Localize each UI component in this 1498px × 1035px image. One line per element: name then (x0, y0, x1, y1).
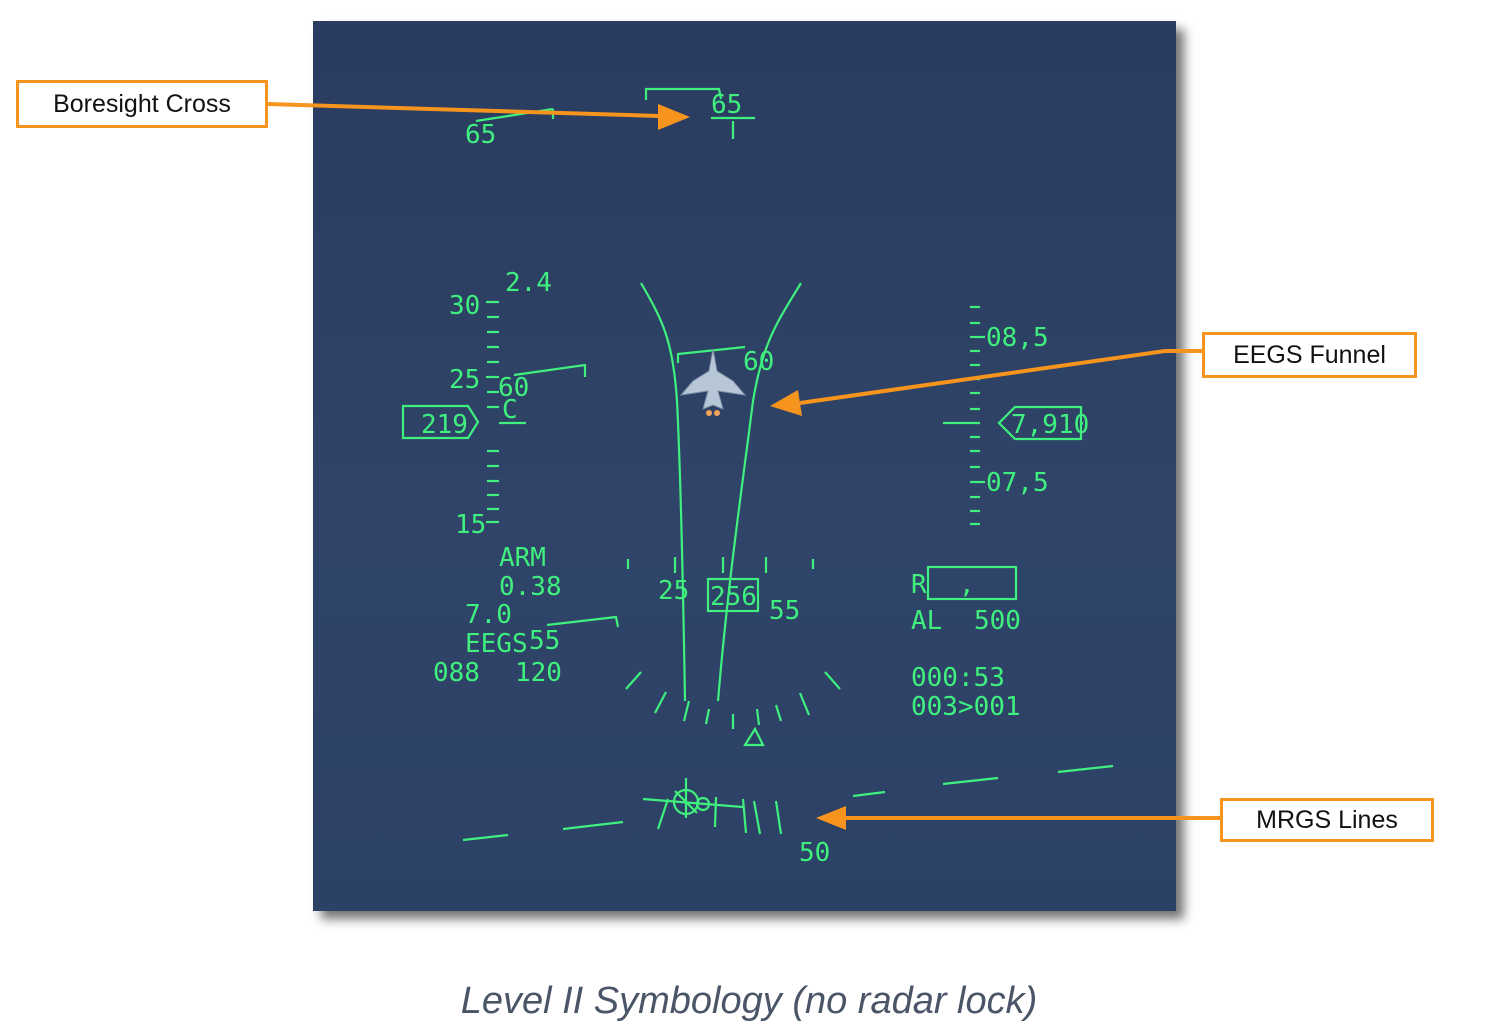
eegs-funnel: 60 (640, 282, 802, 702)
g-value: 2.4 (505, 268, 552, 298)
airspeed-value: 219 (421, 410, 468, 440)
funnel-pitch-label: 60 (743, 347, 774, 377)
al-value: 500 (974, 606, 1021, 636)
mode-label: EEGS (465, 629, 528, 659)
al-label: AL (911, 606, 942, 636)
steer-value: 003>001 (911, 692, 1021, 722)
speed-label-30: 30 (449, 291, 480, 321)
weapon-data-block: ARM 0.38 7.0 EEGS 088 120 55 (433, 543, 620, 688)
bottom-left-a: 088 (433, 658, 480, 688)
speed-label-15: 15 (455, 510, 486, 540)
bottom-left-b: 120 (515, 658, 562, 688)
callout-mrgs-lines: MRGS Lines (1220, 798, 1434, 842)
range-value: , (959, 570, 975, 600)
heading-right-label: 55 (769, 596, 800, 626)
altitude-value: 7,910 (1011, 410, 1089, 440)
callout-boresight-cross: Boresight Cross (16, 80, 268, 128)
mrgs-lines: 50 (462, 764, 1114, 868)
range-box (926, 565, 1018, 601)
figure-caption: Level II Symbology (no radar lock) (460, 980, 1038, 1022)
callout-eegs-label: EEGS Funnel (1233, 340, 1386, 369)
altitude-label-top: 08,5 (986, 323, 1049, 353)
altitude-box (997, 405, 1083, 441)
heading-scale: 25 256 55 (626, 557, 815, 626)
pitch-50-label: 50 (799, 838, 830, 868)
pitch-ladder-65: 65 65 (465, 87, 742, 150)
callout-boresight-label: Boresight Cross (53, 89, 231, 118)
callout-eegs-funnel: EEGS Funnel (1202, 332, 1417, 378)
velocity-vector-triangle-icon (743, 726, 765, 747)
target-aircraft-icon (679, 348, 747, 416)
speed-label-25: 25 (449, 365, 480, 395)
pitch-ladder-60: 60 C (498, 363, 587, 425)
c-marker: C (502, 395, 518, 425)
arm-label: ARM (499, 543, 546, 573)
heading-box (706, 577, 760, 613)
pitch-label-right: 65 (711, 90, 742, 120)
pitch-60-label: 60 (498, 373, 529, 403)
altitude-tape: 08,5 7,910 07,5 (943, 305, 1089, 526)
hud-display: 65 65 30 25 15 219 (401, 87, 1114, 868)
mach-value: 0.38 (499, 572, 562, 602)
timer-value: 000:53 (911, 663, 1005, 693)
altitude-label-bottom: 07,5 (986, 468, 1049, 498)
boresight-cross-icon (711, 116, 755, 139)
airspeed-tape: 30 25 15 219 2.4 (401, 268, 552, 540)
g-max-value: 7.0 (465, 600, 512, 630)
pitch-55-label: 55 (529, 626, 560, 656)
nav-data-block: R , AL 500 000:53 003>001 (911, 565, 1021, 722)
heading-value: 256 (710, 582, 757, 612)
callout-mrgs-label: MRGS Lines (1256, 805, 1398, 834)
airspeed-box (401, 404, 480, 440)
heading-left-label: 25 (658, 576, 689, 606)
range-label: R (911, 570, 927, 600)
hud-screenshot: 65 65 30 25 15 219 (313, 21, 1176, 911)
reticle-ring (625, 671, 841, 747)
pitch-label-left: 65 (465, 120, 496, 150)
